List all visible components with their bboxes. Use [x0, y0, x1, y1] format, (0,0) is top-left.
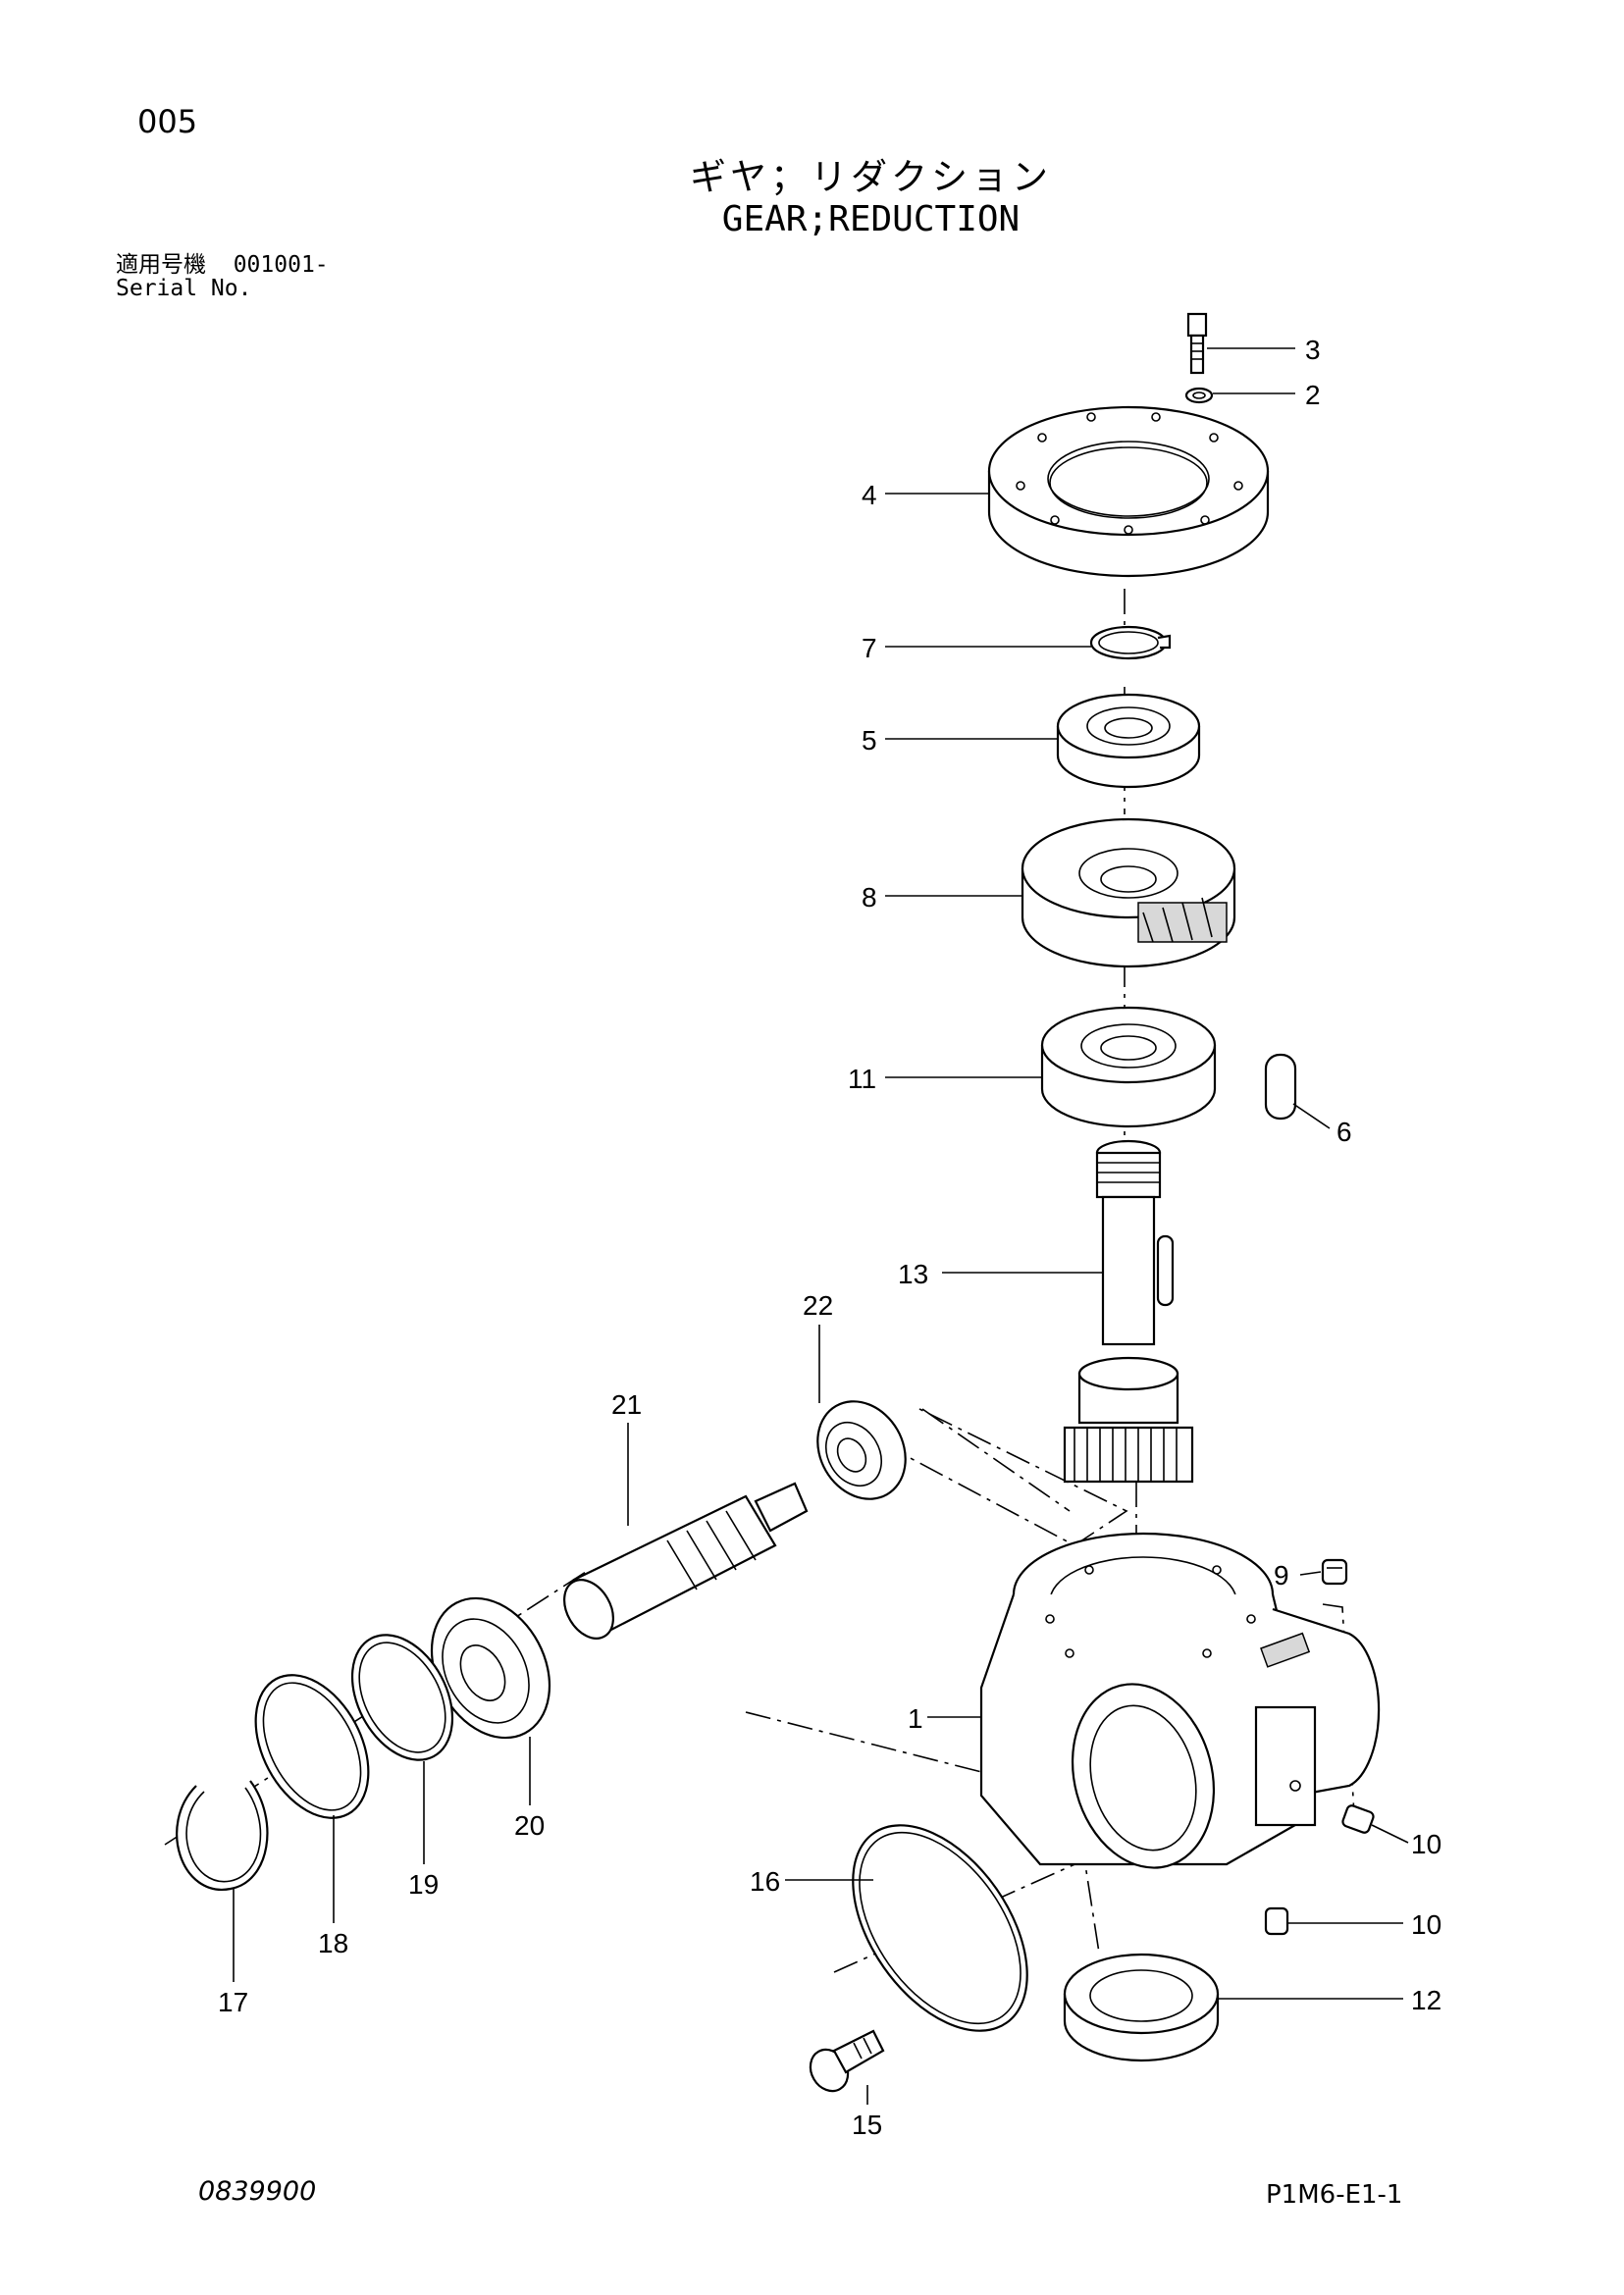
part-plug-10-upper [1341, 1804, 1375, 1834]
part-key [1264, 1053, 1297, 1121]
callout-17: 17 [218, 1987, 248, 2017]
serial-label-en: Serial No. [116, 276, 252, 301]
serial-label-jp: 適用号機 [116, 252, 206, 278]
callout-6: 6 [1336, 1117, 1352, 1147]
document-number: 0839900 [198, 2176, 317, 2207]
callout-15: 15 [852, 2110, 882, 2140]
callout-2: 2 [1305, 380, 1321, 410]
callout-16: 16 [750, 1866, 780, 1897]
callout-19: 19 [408, 1869, 439, 1900]
callout-22: 22 [803, 1290, 833, 1321]
part-housing [979, 1532, 1381, 1869]
part-cover-flange [987, 405, 1270, 578]
page-code: P1M6-E1-1 [1266, 2180, 1403, 2210]
callout-7: 7 [862, 633, 877, 663]
part-bolt-15 [809, 2029, 885, 2093]
callout-labels: 3 2 4 7 5 8 11 6 13 22 21 9 1 10 10 16 1… [218, 335, 1441, 2140]
part-snap-ring-17 [176, 1780, 269, 1891]
part-o-ring-16 [852, 1824, 1028, 2032]
callout-3: 3 [1305, 335, 1321, 365]
title-english: GEAR;REDUCTION [721, 199, 1021, 239]
part-bolt-top [1186, 312, 1208, 375]
callout-11: 11 [848, 1064, 876, 1094]
leader-lines [233, 347, 1409, 2105]
part-output-shaft [1063, 1139, 1194, 1484]
callout-10-lower: 10 [1411, 1909, 1441, 1940]
part-washer [1184, 387, 1214, 404]
part-bearing-worm-end [816, 1400, 907, 1500]
callout-9: 9 [1274, 1560, 1289, 1591]
part-bearing-upper [1056, 693, 1201, 789]
part-worm-shaft [563, 1482, 809, 1640]
title-japanese: ギヤ；リダクション [690, 156, 1052, 198]
callout-5: 5 [862, 725, 877, 756]
part-plug-10-lower [1264, 1906, 1289, 1936]
callout-10-upper: 10 [1411, 1829, 1441, 1859]
part-seal [1063, 1953, 1220, 2062]
callout-13: 13 [898, 1259, 928, 1289]
serial-value: 001001- [233, 252, 329, 278]
serial-info: 適用号機 001001- Serial No. [116, 253, 329, 300]
part-snap-ring-upper [1089, 625, 1172, 660]
part-o-ring-19 [350, 1634, 454, 1761]
callout-18: 18 [318, 1928, 348, 1958]
callout-4: 4 [862, 480, 877, 510]
callout-12: 12 [1411, 1985, 1441, 2015]
callout-21: 21 [611, 1389, 642, 1420]
part-ring-18 [254, 1674, 370, 1819]
part-plug-9 [1321, 1558, 1348, 1586]
callout-8: 8 [862, 882, 877, 913]
callout-20: 20 [514, 1810, 545, 1841]
callout-1: 1 [908, 1703, 923, 1734]
part-worm-wheel [1021, 817, 1236, 968]
part-bearing-lower [1040, 1006, 1217, 1128]
page-number: 005 [137, 103, 198, 140]
